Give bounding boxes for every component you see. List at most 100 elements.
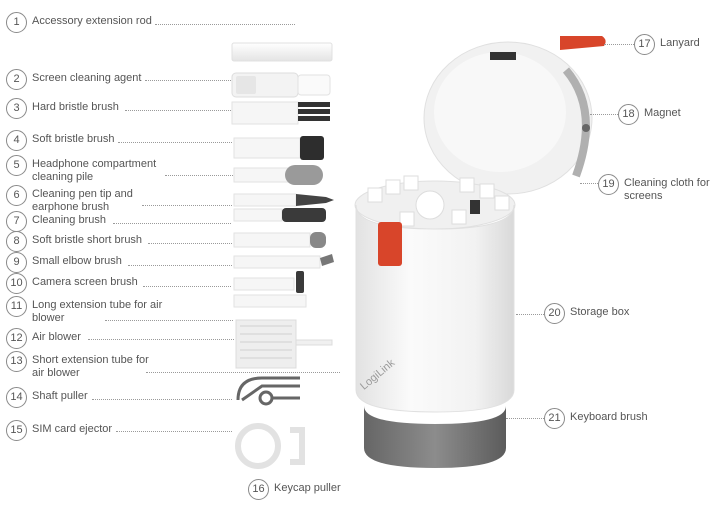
callout-label: Cleaning brush: [32, 214, 106, 226]
callout-label: Soft bristle short brush: [32, 234, 143, 246]
leader-line-3: [125, 110, 231, 111]
callout-13: 13 Short extension tube for air blower: [6, 351, 156, 379]
cleaning-brush: [233, 208, 326, 222]
soft-bristle-short-brush: [233, 232, 326, 248]
leader-line-5: [165, 175, 233, 176]
leader-line-20: [516, 314, 544, 315]
callout-4: 4 Soft bristle brush: [6, 130, 156, 151]
hard-bristle-brush: [231, 101, 330, 125]
callout-label: Long extension tube for air blower: [32, 299, 163, 324]
callout-number: 9: [6, 252, 27, 273]
leader-line-9: [128, 265, 232, 266]
callout-number: 18: [618, 104, 639, 125]
pen-tip-earphone-brush: [233, 193, 334, 207]
callout-label: Keycap puller: [274, 482, 341, 494]
callout-number: 7: [6, 211, 27, 232]
leader-line-17: [604, 44, 634, 45]
callout-10: 10 Camera screen brush: [6, 273, 156, 294]
callout-11: 11 Long extension tube for air blower: [6, 296, 171, 324]
leader-line-8: [148, 243, 232, 244]
callout-label: Shaft puller: [32, 390, 88, 402]
callout-number: 4: [6, 130, 27, 151]
leader-line-21: [506, 418, 544, 419]
leader-line-6: [142, 205, 232, 206]
callout-label: Soft bristle brush: [32, 133, 115, 145]
callout-19: 19 Cleaning cloth for screens: [598, 174, 716, 202]
extension-rod: [231, 42, 333, 62]
long-extension-tube: [233, 294, 307, 308]
callout-12: 12 Air blower: [6, 328, 156, 349]
callout-label: Accessory extension rod: [32, 15, 152, 27]
callout-label: Lanyard: [660, 37, 700, 49]
callout-number: 8: [6, 231, 27, 252]
callout-number: 15: [6, 420, 27, 441]
leader-line-13: [146, 372, 340, 373]
callout-6: 6 Cleaning pen tip and earphone brush: [6, 185, 156, 213]
callout-number: 13: [6, 351, 27, 372]
callout-label: Air blower: [32, 331, 81, 343]
callout-1: 1 Accessory extension rod: [6, 12, 156, 33]
callout-number: 19: [598, 174, 619, 195]
shaft-puller: [236, 376, 300, 406]
callout-2: 2 Screen cleaning agent: [6, 69, 156, 90]
air-blower: [235, 319, 333, 369]
callout-number: 20: [544, 303, 565, 324]
soft-bristle-brush: [233, 136, 324, 160]
callout-number: 16: [248, 479, 269, 500]
callout-8: 8 Soft bristle short brush: [6, 231, 156, 252]
callout-7: 7 Cleaning brush: [6, 211, 156, 232]
leader-line-10: [143, 286, 231, 287]
callout-number: 6: [6, 185, 27, 206]
storage-box: [354, 36, 606, 468]
leader-line-2: [145, 80, 231, 81]
keycap-puller: [235, 423, 305, 469]
callout-number: 5: [6, 155, 27, 176]
callout-label: Keyboard brush: [570, 411, 648, 423]
callout-label: SIM card ejector: [32, 423, 113, 435]
callout-number: 17: [634, 34, 655, 55]
leader-line-11: [105, 320, 233, 321]
callout-18: 18 Magnet: [618, 104, 708, 125]
leader-line-18: [590, 114, 618, 115]
callout-label: Screen cleaning agent: [32, 72, 142, 84]
callout-number: 14: [6, 387, 27, 408]
callout-label: Storage box: [570, 306, 630, 318]
callout-number: 12: [6, 328, 27, 349]
leader-line-14: [92, 399, 232, 400]
callout-9: 9 Small elbow brush: [6, 252, 156, 273]
callout-label: Short extension tube for air blower: [32, 354, 149, 379]
callout-20: 20 Storage box: [544, 303, 664, 324]
leader-line-4: [118, 142, 232, 143]
callout-label: Cleaning cloth for screens: [624, 177, 710, 202]
callout-number: 10: [6, 273, 27, 294]
headphone-cleaning-pile: [233, 165, 323, 185]
callout-label: Cleaning pen tip and earphone brush: [32, 188, 133, 213]
callout-number: 21: [544, 408, 565, 429]
callout-label: Camera screen brush: [32, 276, 138, 288]
leader-line-1: [155, 24, 295, 25]
callout-number: 1: [6, 12, 27, 33]
small-elbow-brush: [233, 254, 334, 269]
callout-14: 14 Shaft puller: [6, 387, 156, 408]
callout-16: 16 Keycap puller: [248, 479, 368, 500]
callout-number: 3: [6, 98, 27, 119]
callout-21: 21 Keyboard brush: [544, 408, 684, 429]
callout-17: 17 Lanyard: [634, 34, 714, 55]
leader-line-7: [113, 223, 231, 224]
leader-line-15: [116, 431, 232, 432]
callout-5: 5 Headphone compartment cleaning pile: [6, 155, 166, 183]
cleaning-agent-bottle: [231, 72, 331, 98]
camera-screen-brush: [233, 271, 304, 293]
callout-15: 15 SIM card ejector: [6, 420, 156, 441]
callout-3: 3 Hard bristle brush: [6, 98, 156, 119]
leader-line-12: [88, 339, 234, 340]
callout-label: Hard bristle brush: [32, 101, 119, 113]
callout-label: Magnet: [644, 107, 681, 119]
leader-line-19: [580, 183, 598, 184]
callout-number: 11: [6, 296, 27, 317]
callout-number: 2: [6, 69, 27, 90]
callout-label: Headphone compartment cleaning pile: [32, 158, 157, 183]
callout-label: Small elbow brush: [32, 255, 122, 267]
